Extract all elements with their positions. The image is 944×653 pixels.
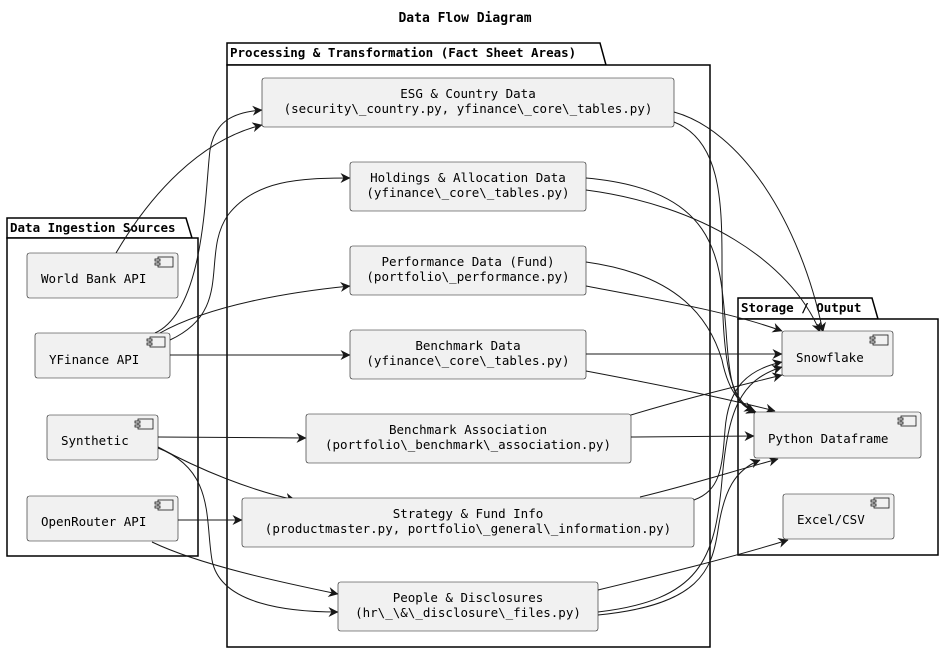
node-worldbank[interactable]: World Bank API — [26, 252, 179, 299]
component-icon — [154, 499, 174, 511]
node-performance-files: (portfolio\_performance.py) — [366, 269, 569, 284]
component-icon — [154, 256, 174, 268]
node-openrouter-label: OpenRouter API — [41, 514, 146, 529]
node-benchassoc-files: (portfolio\_benchmark\_association.py) — [325, 437, 611, 452]
node-python[interactable]: Python Dataframe — [753, 411, 922, 459]
node-snowflake-label: Snowflake — [796, 350, 864, 365]
component-icon — [134, 418, 154, 430]
edge-benchassoc-snowflake — [630, 372, 783, 416]
edge-worldbank-esg — [115, 122, 263, 254]
node-esg-title: ESG & Country Data — [400, 86, 535, 101]
node-strategy[interactable]: Strategy & Fund Info (productmaster.py, … — [241, 497, 695, 548]
node-holdings-title: Holdings & Allocation Data — [370, 170, 566, 185]
node-openrouter[interactable]: OpenRouter API — [26, 495, 179, 542]
edge-esg-snowflake — [673, 111, 826, 333]
node-python-label: Python Dataframe — [768, 431, 888, 446]
node-benchmark-files: (yfinance\_core\_tables.py) — [366, 353, 569, 368]
package-ingestion-label: Data Ingestion Sources — [10, 220, 176, 235]
node-people-title: People & Disclosures — [393, 590, 544, 605]
node-strategy-files: (productmaster.py, portfolio\_general\_i… — [265, 521, 671, 536]
node-worldbank-label: World Bank API — [41, 271, 146, 286]
node-excel-label: Excel/CSV — [797, 512, 865, 527]
node-yfinance-label: YFinance API — [49, 352, 139, 367]
node-benchassoc-title: Benchmark Association — [389, 422, 547, 437]
node-strategy-title: Strategy & Fund Info — [393, 506, 544, 521]
node-yfinance[interactable]: YFinance API — [34, 332, 171, 379]
edge-holdings-snowflake — [585, 189, 821, 333]
node-holdings-files: (yfinance\_core\_tables.py) — [366, 185, 569, 200]
edge-yfinance-holdings — [169, 173, 351, 341]
node-esg[interactable]: ESG & Country Data (security\_country.py… — [261, 77, 675, 128]
node-snowflake[interactable]: Snowflake — [781, 330, 894, 377]
diagram-title: Data Flow Diagram — [398, 11, 531, 26]
node-benchmark[interactable]: Benchmark Data (yfinance\_core\_tables.p… — [349, 329, 587, 380]
edge-strategy-snowflake — [693, 359, 783, 501]
node-people-files: (hr\_\&\_disclosure\_files.py) — [355, 605, 581, 620]
edge-people-excel — [597, 538, 789, 591]
edge-benchassoc-python — [630, 431, 755, 442]
node-benchassoc[interactable]: Benchmark Association (portfolio\_benchm… — [305, 413, 632, 464]
package-processing-label: Processing & Transformation (Fact Sheet … — [230, 45, 576, 60]
edges — [115, 105, 826, 617]
node-performance-title: Performance Data (Fund) — [381, 254, 554, 269]
node-esg-files: (security\_country.py, yfinance\_core\_t… — [284, 101, 653, 116]
edge-performance-snowflake — [585, 285, 783, 333]
edge-openrouter-people — [151, 541, 339, 597]
node-synthetic[interactable]: Synthetic — [46, 414, 159, 461]
component-icon — [146, 336, 166, 348]
edge-yfinance-esg — [154, 105, 263, 334]
edge-people-python — [597, 458, 761, 616]
edge-synthetic-benchassoc — [157, 432, 307, 443]
component-icon — [897, 415, 917, 427]
package-storage-label: Storage / Output — [741, 300, 861, 315]
node-excel[interactable]: Excel/CSV — [782, 493, 895, 540]
component-icon — [870, 497, 890, 509]
node-benchmark-title: Benchmark Data — [415, 338, 520, 353]
edge-strategy-python — [639, 456, 779, 498]
node-people[interactable]: People & Disclosures (hr\_\&\_disclosure… — [337, 581, 599, 632]
node-performance[interactable]: Performance Data (Fund) (portfolio\_perf… — [349, 245, 587, 296]
edge-people-snowflake — [597, 365, 783, 613]
node-synthetic-label: Synthetic — [61, 433, 129, 448]
edge-benchmark-python — [585, 370, 776, 414]
node-holdings[interactable]: Holdings & Allocation Data (yfinance\_co… — [349, 161, 587, 212]
edge-synthetic-people — [157, 447, 339, 617]
component-icon — [869, 334, 889, 346]
edge-yfinance-performance — [159, 281, 351, 334]
